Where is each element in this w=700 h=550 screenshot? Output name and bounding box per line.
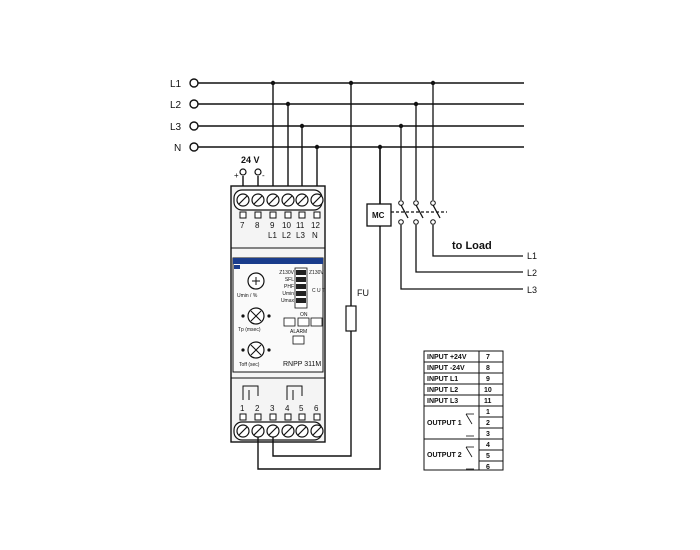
relay-contact-symbols xyxy=(242,385,303,400)
bottom-terminal-1: 1 xyxy=(240,404,245,413)
knob1-label: Umin / % xyxy=(237,293,258,299)
bus-label-l2: L2 xyxy=(170,100,182,111)
supply-plus-label: + xyxy=(234,171,239,180)
bottom-terminal-4: 4 xyxy=(285,404,290,413)
contactor-contacts xyxy=(391,83,523,290)
knob3-label: Toff (sec) xyxy=(239,362,260,368)
table-row-term: 8 xyxy=(486,365,490,372)
junction-dots xyxy=(270,80,436,150)
dip-switch-block[interactable] xyxy=(294,267,308,309)
table-row-term: 11 xyxy=(484,398,492,405)
dip-label-4: Umin xyxy=(282,291,294,297)
table-row-label: INPUT -24V xyxy=(427,365,465,372)
terminal-11: 11 xyxy=(296,221,305,230)
led-status xyxy=(297,317,310,327)
l1-terminal xyxy=(189,78,199,88)
relay-module: 7 8 9 10 11 12 L1 L2 L3 N Umin / % xyxy=(230,185,326,443)
table-row-label: INPUT +24V xyxy=(427,354,467,361)
led-alarm xyxy=(310,317,323,327)
supply-bus xyxy=(198,82,524,148)
umin-knob[interactable] xyxy=(247,272,265,290)
dip-label-3: PHF xyxy=(284,284,294,290)
output1-term: 2 xyxy=(486,420,490,427)
bottom-terminal-5: 5 xyxy=(299,404,304,413)
bus-label-n: N xyxy=(174,143,181,154)
n-terminal xyxy=(189,142,199,152)
terminal-12: 12 xyxy=(311,221,320,230)
l2-terminal xyxy=(189,99,199,109)
dip-side-label: C U T xyxy=(312,288,325,294)
toff-knob[interactable] xyxy=(247,341,265,359)
table-row-label: INPUT L2 xyxy=(427,387,458,394)
bottom-terminal-6: 6 xyxy=(314,404,319,413)
load-label-l3: L3 xyxy=(527,285,537,295)
terminal-8: 8 xyxy=(255,221,260,230)
model-label: RNPP 311M xyxy=(283,361,321,368)
output-wiring xyxy=(257,83,381,470)
table-row-label: INPUT L3 xyxy=(427,398,458,405)
terminal-label-l2: L2 xyxy=(282,231,291,240)
bus-label-l3: L3 xyxy=(170,122,182,133)
on-label: ON xyxy=(300,312,308,318)
fuse xyxy=(345,305,357,332)
load-label-l2: L2 xyxy=(527,268,537,278)
tp-knob[interactable] xyxy=(247,307,265,325)
load-label-l1: L1 xyxy=(527,251,537,261)
terminal-label-l1: L1 xyxy=(268,231,277,240)
knob2-label: Tp (msec) xyxy=(238,327,261,333)
alarm-label: ALARM xyxy=(290,329,307,335)
output2-term: 6 xyxy=(486,464,490,471)
contactor-label: MC xyxy=(372,211,385,220)
supply-minus-label: - xyxy=(262,171,265,180)
relay-input-wires xyxy=(242,83,318,196)
table-row-label: INPUT L1 xyxy=(427,376,458,383)
terminal-9: 9 xyxy=(270,221,275,230)
led-alarm-2 xyxy=(292,335,305,345)
dip-label-5: Umax xyxy=(281,298,295,304)
terminal-label-l3: L3 xyxy=(296,231,305,240)
output1-label: OUTPUT 1 xyxy=(427,420,462,427)
fuse-label: FU xyxy=(357,288,369,298)
bottom-terminal-2: 2 xyxy=(255,404,260,413)
output2-label: OUTPUT 2 xyxy=(427,452,462,459)
supply-24v-label: 24 V xyxy=(241,155,260,165)
terminal-table: INPUT +24V 7 INPUT -24V 8 INPUT L1 9 INP… xyxy=(423,350,504,471)
terminal-10: 10 xyxy=(282,221,291,230)
output2-term: 4 xyxy=(486,442,490,449)
dip-label-2: SFL xyxy=(285,277,294,283)
output1-term: 3 xyxy=(486,431,490,438)
l3-terminal xyxy=(189,121,199,131)
terminal-label-n: N xyxy=(312,231,318,240)
table-row-term: 9 xyxy=(486,376,490,383)
output2-term: 5 xyxy=(486,453,490,460)
contactor-coil xyxy=(366,203,392,227)
output1-term: 1 xyxy=(486,409,490,416)
led-on xyxy=(283,317,296,327)
bus-label-l1: L1 xyxy=(170,79,182,90)
to-load-label: to Load xyxy=(452,240,492,252)
table-row-term: 10 xyxy=(484,387,492,394)
terminal-7: 7 xyxy=(240,221,245,230)
dip-right-label: Z130V xyxy=(309,270,324,276)
panel-header-bar xyxy=(233,258,323,264)
bottom-terminal-3: 3 xyxy=(270,404,275,413)
brand-logo xyxy=(234,265,240,269)
dip-label-1: Z130V xyxy=(279,270,294,276)
table-row-term: 7 xyxy=(486,354,490,361)
